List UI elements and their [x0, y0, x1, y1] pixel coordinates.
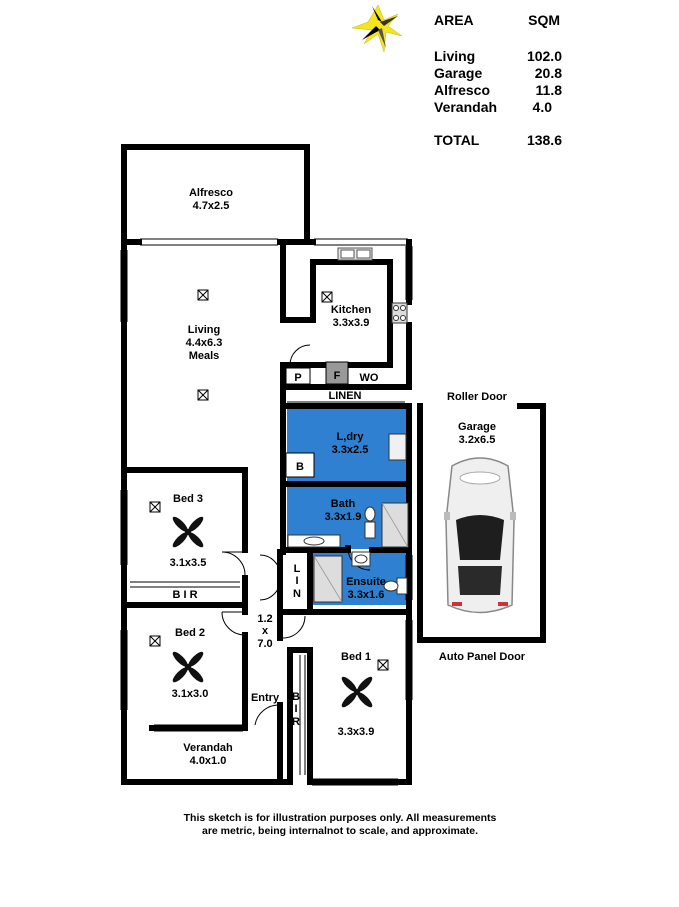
total-value: 138.6 [526, 132, 562, 148]
ensuite-vanity-icon [351, 551, 371, 567]
bath-size: 3.3x1.9 [325, 511, 362, 523]
kitchen-sink-icon [337, 247, 373, 261]
area-row-name: Living [434, 48, 476, 64]
compass-icon [351, 4, 403, 53]
bed3-name: Bed 3 [173, 493, 203, 505]
lin-l: L [294, 563, 301, 575]
alfresco-name: Alfresco [189, 187, 233, 199]
sqm-header: SQM [528, 12, 560, 28]
linen-label: LINEN [329, 390, 362, 402]
bir3-label: B I R [172, 589, 197, 601]
light-icon [377, 659, 389, 671]
laundry-name: L,dry [337, 431, 365, 443]
fridge-space [325, 361, 349, 385]
disclaimer-line-1: This sketch is for illustration purposes… [183, 812, 497, 824]
bed1-name: Bed 1 [341, 651, 371, 663]
entry-label: Entry [251, 692, 280, 704]
bir1-b: B [292, 691, 300, 703]
verandah-size: 4.0x1.0 [190, 755, 227, 767]
wo-label: WO [360, 372, 379, 384]
walls [121, 144, 546, 785]
disclaimer: This sketch is for illustration purposes… [120, 812, 560, 838]
auto-panel-door-label: Auto Panel Door [439, 651, 526, 663]
windows [120, 238, 413, 786]
ensuite-size: 3.3x1.6 [348, 589, 385, 601]
bed1-size: 3.3x3.9 [338, 726, 375, 738]
verandah-name: Verandah [183, 742, 233, 754]
hall-w: 1.2 [257, 613, 272, 625]
area-row-sqm: 20.8 [534, 65, 562, 81]
bed2-size: 3.1x3.0 [172, 688, 209, 700]
lin-i: I [295, 575, 298, 587]
bir1-i: I [294, 703, 297, 715]
area-row-name: Verandah [434, 99, 498, 115]
light-icon [149, 635, 161, 647]
kitchen-name: Kitchen [331, 304, 372, 316]
hall-x: x [262, 625, 269, 637]
b-label: B [296, 461, 304, 473]
garage-size: 3.2x6.5 [459, 434, 496, 446]
living-extra: Meals [189, 350, 220, 362]
kitchen-size: 3.3x3.9 [333, 317, 370, 329]
bed2-name: Bed 2 [175, 627, 205, 639]
area-table: AREA SQM Living 102.0 Garage 20.8 Alfres… [434, 12, 574, 152]
vanity-icon [287, 534, 341, 548]
light-icon [197, 389, 209, 401]
area-row-name: Garage [434, 65, 483, 81]
hall-h: 7.0 [257, 638, 272, 650]
living-name: Living [188, 324, 220, 336]
living-size: 4.4x6.3 [186, 337, 223, 349]
light-icon [149, 501, 161, 513]
ensuite-name: Ensuite [346, 576, 386, 588]
light-icon [321, 291, 333, 303]
ceiling-fan-icon [172, 516, 204, 548]
area-row-sqm: 11.8 [535, 82, 562, 98]
area-row-sqm: 4.0 [532, 99, 552, 115]
roller-door-label: Roller Door [447, 391, 508, 403]
door-swings [221, 344, 371, 726]
light-icon [197, 289, 209, 301]
ceiling-fan-icon [341, 676, 373, 708]
light-fixtures [149, 289, 389, 671]
garage-name: Garage [458, 421, 496, 433]
area-row-sqm: 102.0 [526, 48, 562, 64]
bed3-size: 3.1x3.5 [170, 557, 207, 569]
laundry-trough [388, 433, 407, 461]
car-icon [444, 457, 516, 614]
area-row-name: Alfresco [434, 82, 491, 98]
ceiling-fan-icon [172, 651, 204, 683]
ensuite-shower-icon [313, 555, 343, 603]
cooktop-icon [391, 302, 408, 324]
bir1-r: R [292, 716, 300, 728]
pantry-label: P [294, 372, 301, 384]
lin-n: N [293, 588, 301, 600]
ensuite-toilet-icon [383, 577, 408, 595]
laundry-size: 3.3x2.5 [332, 444, 369, 456]
disclaimer-line-2: are metric, being internalnot to scale, … [202, 825, 478, 837]
bath-name: Bath [331, 498, 356, 510]
toilet-icon [364, 506, 376, 539]
alfresco-size: 4.7x2.5 [193, 200, 230, 212]
fridge-label: F [334, 370, 341, 382]
total-label: TOTAL [434, 132, 480, 148]
shower-icon [381, 502, 409, 548]
area-header: AREA [434, 12, 474, 28]
